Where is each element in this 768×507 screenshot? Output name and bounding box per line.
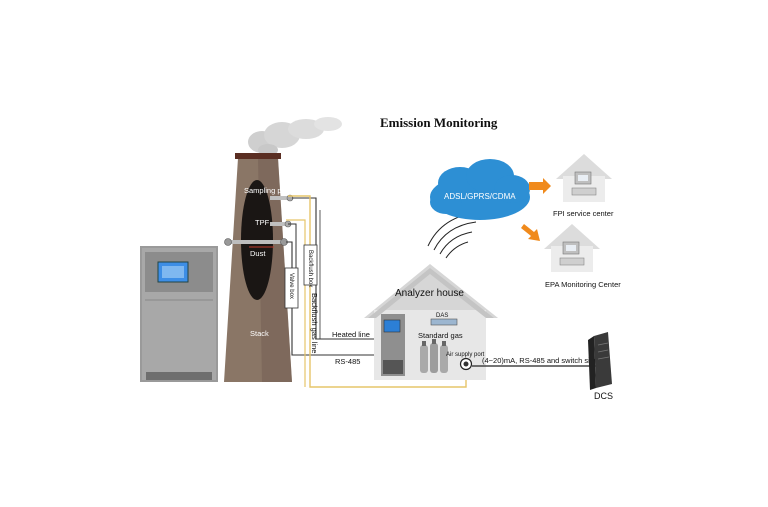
arrow-to-epa bbox=[521, 224, 540, 241]
air-supply-port bbox=[459, 357, 473, 371]
valve-box bbox=[284, 267, 299, 309]
signal-text: (4~20)mA, RS-485 and switch signal bbox=[482, 356, 604, 365]
fpi-center-icon bbox=[556, 154, 612, 202]
backflush-box bbox=[303, 244, 318, 286]
arrow-to-fpi bbox=[529, 178, 551, 194]
diagram-title: Emission Monitoring bbox=[380, 115, 498, 130]
standard-gas-cylinders bbox=[420, 339, 448, 373]
air-supply-port-label: Air supply port bbox=[446, 352, 485, 358]
fpi-label: FPI service center bbox=[553, 209, 614, 218]
epa-label: EPA Monitoring Center bbox=[545, 280, 621, 289]
valve-box-label: Valve box bbox=[288, 273, 294, 299]
network-cloud bbox=[430, 159, 530, 220]
standard-gas-label: Standard gas bbox=[418, 331, 463, 340]
smoke-plume bbox=[248, 117, 342, 156]
das-label: DAS bbox=[436, 313, 448, 319]
rs485-label: RS-485 bbox=[335, 357, 360, 366]
analyzer-cabinet bbox=[381, 314, 405, 376]
tpf-label: TPF bbox=[255, 218, 270, 227]
sampling-probe-label: Sampling probe bbox=[244, 186, 297, 195]
epa-center-icon bbox=[544, 224, 600, 272]
heated-line-label: Heated line bbox=[332, 330, 370, 339]
dcs-label: DCS bbox=[594, 391, 613, 401]
analyzer-house-title: Analyzer house bbox=[395, 288, 464, 299]
dust-label: Dust bbox=[250, 249, 266, 258]
dcs-server bbox=[588, 332, 612, 390]
cloud-label: ADSL/GPRS/CDMA bbox=[444, 192, 516, 201]
backflush-gas-line-label: Backflush gas line bbox=[310, 293, 319, 353]
dust-probe bbox=[224, 238, 288, 246]
das-unit bbox=[430, 318, 458, 326]
stack-label: Stack bbox=[250, 329, 269, 338]
dust-monitor-cabinet bbox=[140, 246, 218, 382]
backflush-box-label: Backflush box bbox=[307, 250, 313, 287]
